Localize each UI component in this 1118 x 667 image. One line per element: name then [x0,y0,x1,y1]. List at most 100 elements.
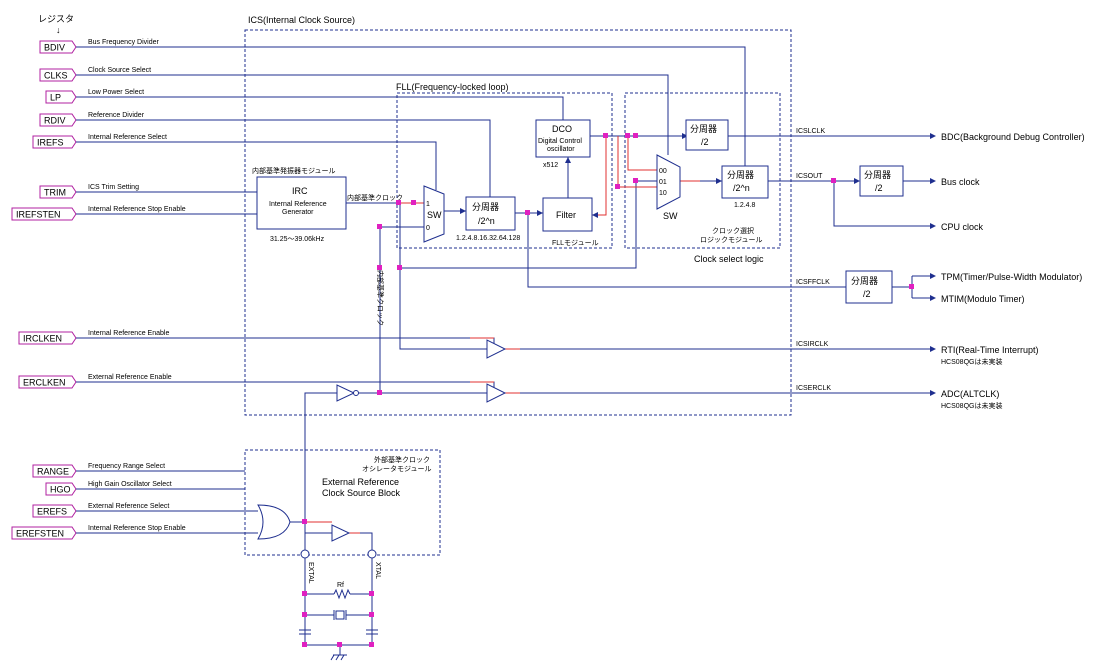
register-tag-erefs [32,504,77,518]
register-name-bdiv: BDIV [44,43,65,53]
ics-boundary [244,29,792,416]
register-tag-erclken [18,375,77,389]
ext-ref-boundary [244,449,441,556]
ff-divider-block [845,270,893,304]
irc-range: 31.25～39.06kHz [270,236,325,243]
register-desc-erclken: External Reference Enable [88,374,172,381]
cs-divider-values: 1.2.4.8 [734,202,756,209]
irc-title: IRC [292,186,308,196]
clock-select-jp1: クロック選択 [712,226,754,235]
fll-sw-in1: 1 [426,201,430,208]
register-name-erefsten: EREFSTEN [16,529,64,539]
rf-label: Rf [337,582,344,589]
register-desc-erefsten: Internal Reference Stop Enable [88,525,186,532]
register-name-erefs: EREFS [37,507,67,517]
output-rti-note: HCS08QGは未実装 [941,357,1002,366]
fll-sw-label: SW [427,210,442,220]
xtal-buffer [331,524,351,542]
xtal-label: XTAL [374,562,381,579]
register-desc-range: Frequency Range Select [88,463,165,470]
dco-subtitle-2: oscillator [547,146,575,153]
register-desc-lp: Low Power Select [88,89,144,96]
internal-ref-clock-label: 内部基準クロック [347,193,403,202]
register-tag-clks [39,68,77,82]
xtal-pin [367,549,377,559]
register-desc-bdiv: Bus Frequency Divider [88,39,159,46]
register-name-hgo: HGO [50,485,71,495]
rf-resistor [333,588,351,600]
register-name-range: RANGE [37,467,69,477]
register-name-irefsten: IREFSTEN [16,210,61,220]
output-adc-note: HCS08QGは未実装 [941,401,1002,410]
mux-in-10: 10 [659,190,667,197]
register-tag-hgo [45,482,77,496]
ext-inverter-bubble [353,390,359,396]
extal-label: EXTAL [307,562,314,584]
ext-inverter [336,384,356,402]
signal-icserclk: ICSERCLK [796,385,831,392]
register-desc-trim: ICS Trim Setting [88,184,139,191]
filter-block [542,197,593,232]
irc-subtitle-1: Internal Reference [269,201,327,208]
register-tag-bdiv [39,40,77,54]
irc-subtitle-2: Generator [282,209,314,216]
ff-divider-name: 分周器 [851,276,878,286]
dco-subtitle-1: Digital Control [538,138,582,145]
cs-divider-block [721,165,769,199]
lclk-divider-block [685,119,729,151]
irclk-gate [486,339,507,359]
dco-multiplier: x512 [543,162,558,169]
clock-select-sw-label: SW [663,211,678,221]
signal-icsffclk: ICSFFCLK [796,279,830,286]
ext-ref-en1: External Reference [322,477,399,487]
fll-sw-in0: 0 [426,225,430,232]
register-tag-irclken [18,331,77,345]
register-tag-lp [45,90,77,104]
register-tag-trim [39,185,77,199]
register-desc-irefsten: Internal Reference Stop Enable [88,206,186,213]
register-name-erclken: ERCLKEN [23,378,66,388]
irc-jp-label: 内部基準発振器モジュール [252,166,336,175]
output-bdc: BDC(Background Debug Controller) [941,132,1085,142]
extal-pin [300,549,310,559]
output-bus-clock: Bus clock [941,177,980,187]
register-name-rdiv: RDIV [44,116,66,126]
ext-ref-jp2: オシレータモジュール [362,464,432,473]
register-desc-clks: Clock Source Select [88,67,151,74]
output-mtim: MTIM(Modulo Timer) [941,294,1025,304]
register-header: レジスタ [38,14,74,24]
clock-select-boundary [624,92,781,249]
ext-ref-jp1: 外部基準クロック [374,455,430,464]
fll-divider-name: 分周器 [472,202,499,212]
fll-module-label: FLLモジュール [552,239,599,247]
ext-ref-en2: Clock Source Block [322,488,401,498]
dco-title: DCO [552,124,572,134]
bus-divider-block [859,165,904,197]
cs-divider-ratio: /2^n [733,183,750,193]
register-name-irefs: IREFS [37,138,64,148]
fll-divider-block [465,196,516,231]
erclk-gate [486,383,507,403]
output-rti: RTI(Real-Time Interrupt) [941,345,1039,355]
irc-block [256,176,347,230]
register-tag-range [32,464,77,478]
cs-divider-name: 分周器 [727,170,754,180]
register-name-clks: CLKS [44,71,68,81]
mux-in-01: 01 [659,179,667,186]
register-desc-rdiv: Reference Divider [88,112,145,119]
erefs-or-gate [257,504,291,540]
clock-select-logic-label: Clock select logic [694,254,764,264]
register-desc-irclken: Internal Reference Enable [88,330,169,337]
register-tag-irefs [32,135,77,149]
register-header-arrow: ↓ [56,25,61,35]
bus-divider-name: 分周器 [864,170,891,180]
output-tpm: TPM(Timer/Pulse-Width Modulator) [941,272,1082,282]
fll-title: FLL(Frequency-locked loop) [396,82,509,92]
register-name-irclken: IRCLKEN [23,334,62,344]
lclk-divider-ratio: /2 [701,137,709,147]
internal-ref-clock-vertical: 内部基準クロック [376,270,385,326]
ff-divider-ratio: /2 [863,289,871,299]
filter-label: Filter [556,210,576,220]
